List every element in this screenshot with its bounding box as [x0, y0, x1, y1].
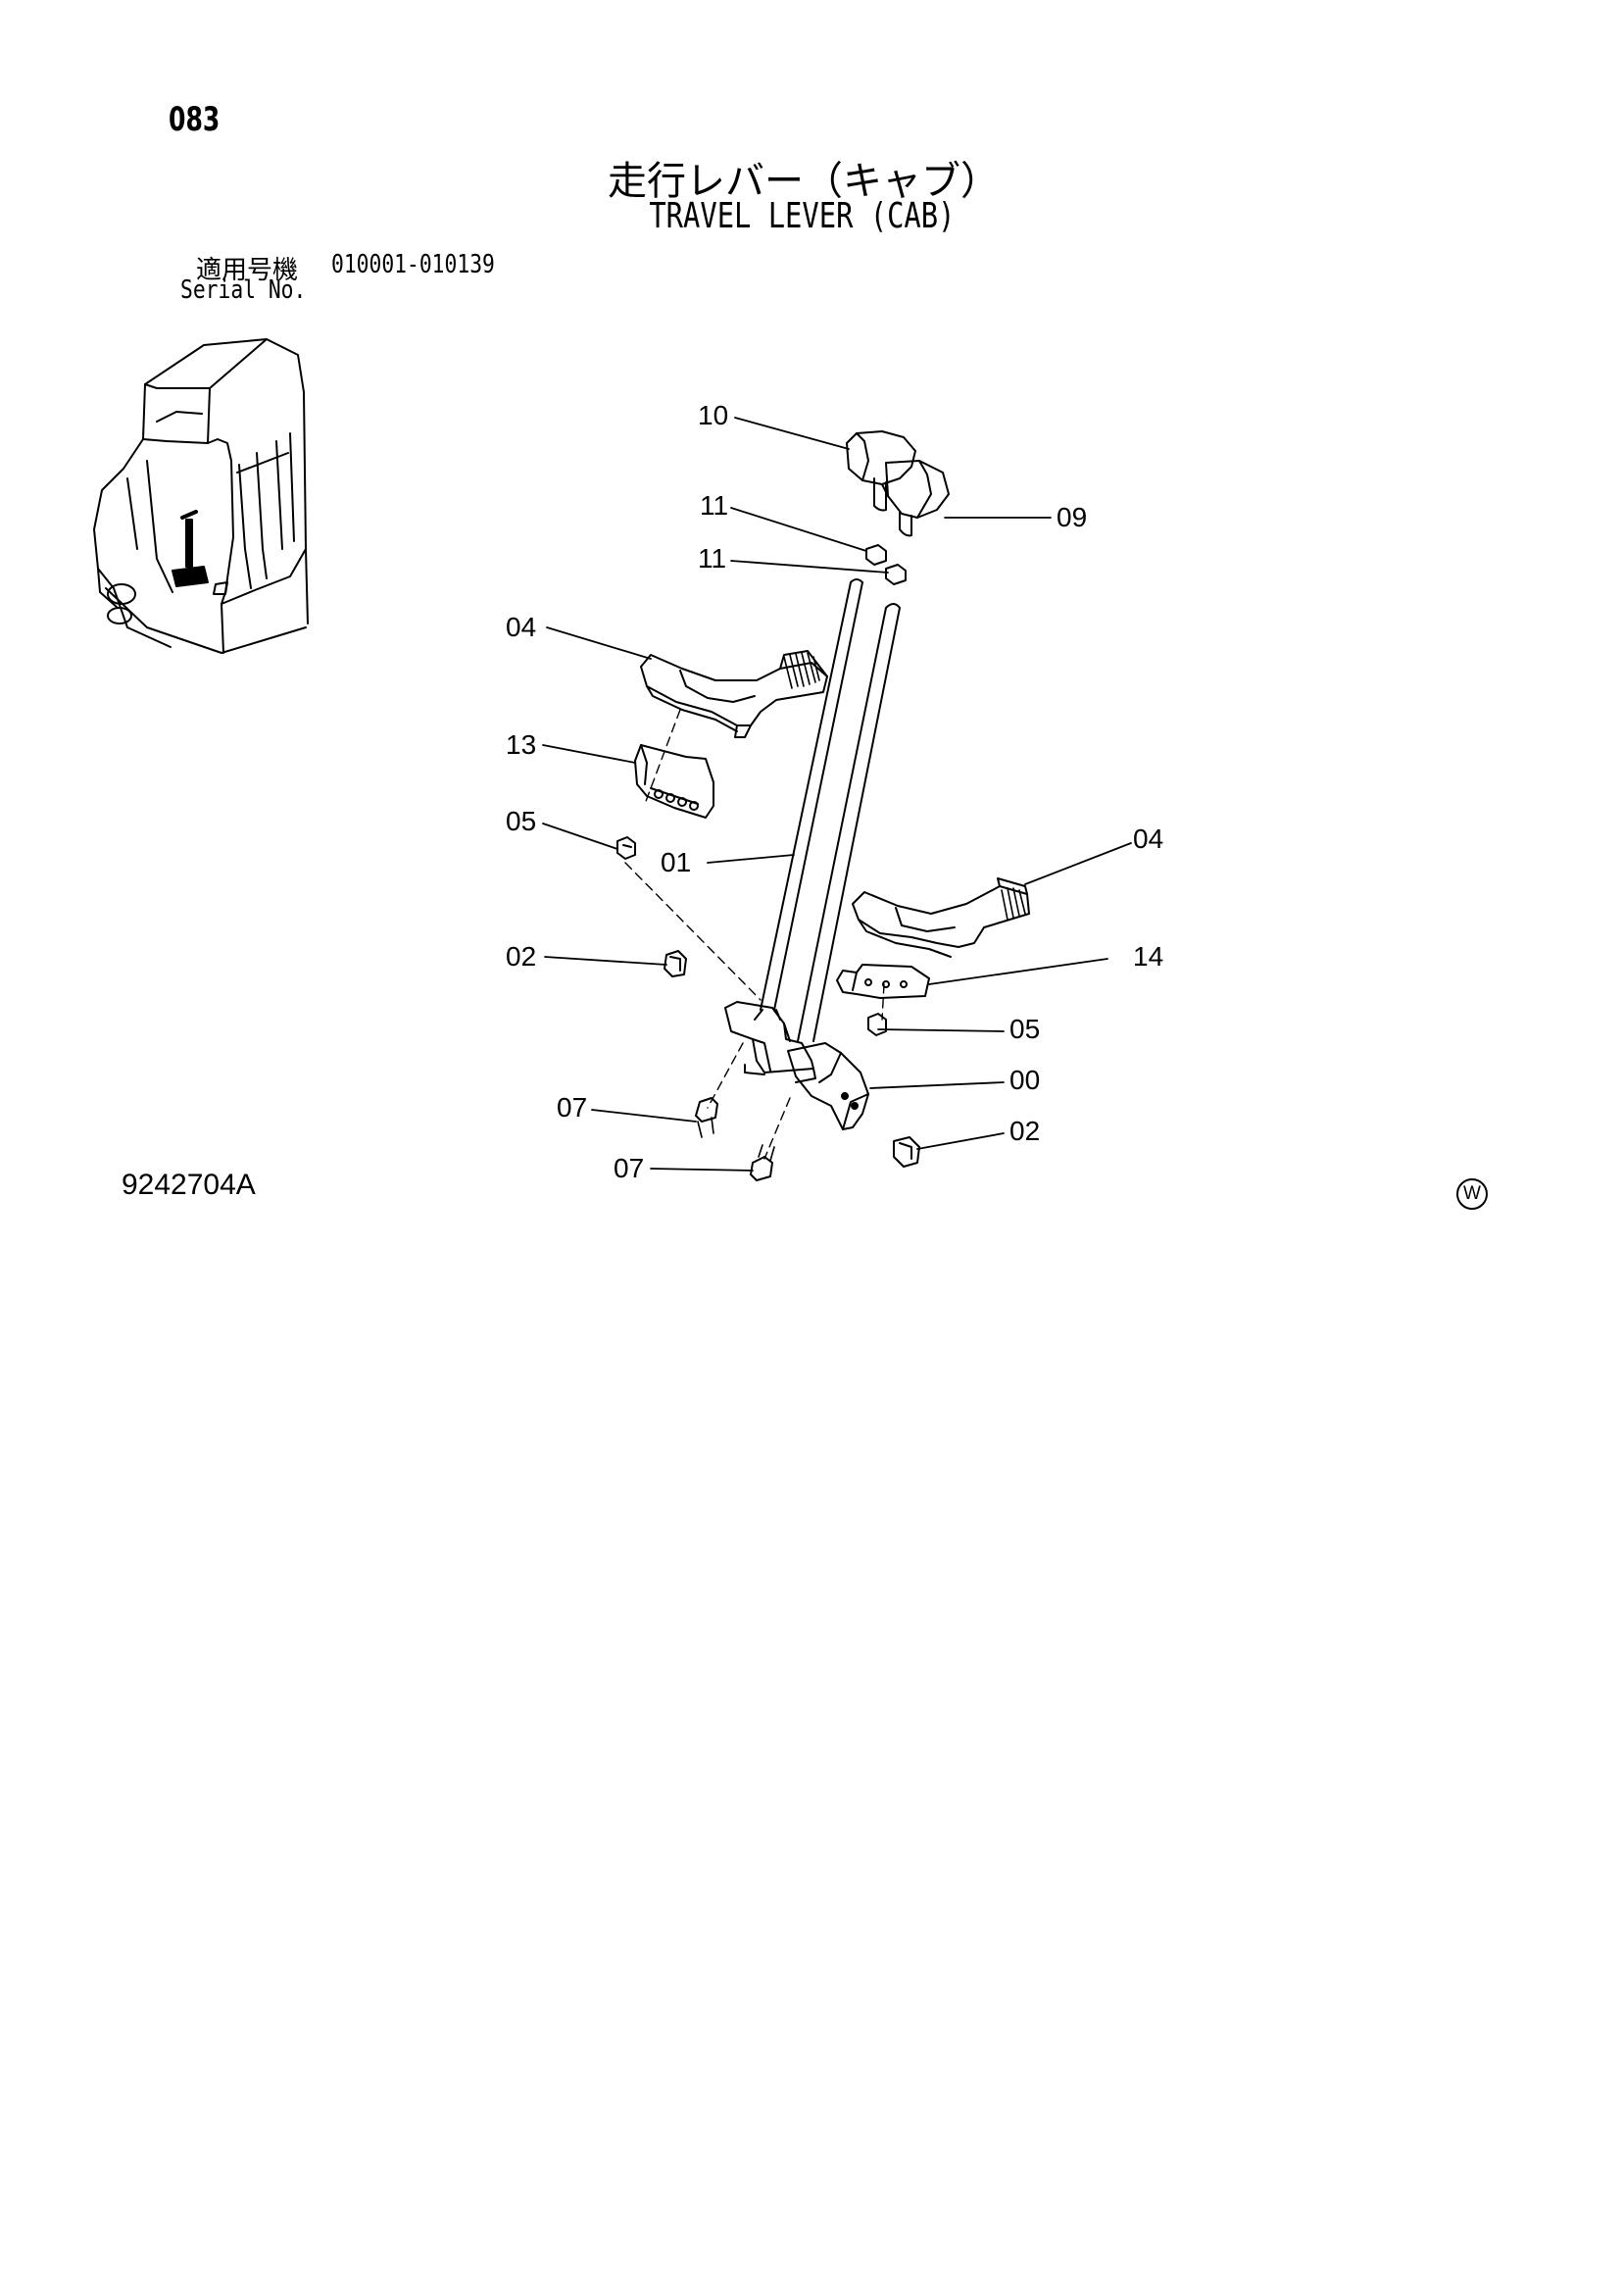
part-bolts-05: [616, 836, 887, 1036]
title-japanese-text: 走行レバー（キャブ）: [608, 159, 1000, 204]
callout-11-upper: 11: [700, 490, 729, 521]
callout-07-left: 07: [557, 1092, 588, 1123]
page-number: 083: [169, 100, 221, 139]
part-knob-assembly: [846, 430, 950, 537]
title-english: TRAVEL LEVER (CAB): [163, 196, 1461, 236]
callout-04-left: 04: [506, 612, 537, 642]
serial-range: 010001-010139: [331, 250, 495, 279]
part-stay-left: [634, 744, 714, 819]
part-bolts-07: [695, 1097, 775, 1181]
callout-05-left: 05: [506, 806, 537, 836]
part-bracket: [724, 1001, 869, 1130]
callout-02-left: 02: [506, 941, 537, 972]
callout-00: 00: [1009, 1065, 1041, 1095]
title-japanese: 走行レバー（キャブ）: [0, 149, 1623, 206]
callout-07-bottom: 07: [614, 1153, 645, 1183]
callout-09: 09: [1057, 502, 1088, 532]
callout-11-lower: 11: [698, 543, 727, 574]
serial-label-english: Serial No.: [180, 275, 307, 305]
leader-lines: [542, 417, 1132, 1172]
part-fittings-02: [664, 950, 920, 1168]
callout-04-right: 04: [1133, 824, 1164, 854]
callout-10: 10: [698, 400, 729, 430]
drawing-number: 9242704A: [122, 1169, 256, 1201]
title-english-text: TRAVEL LEVER (CAB): [649, 196, 956, 236]
callout-14: 14: [1133, 941, 1164, 972]
circled-w-mark: W: [1456, 1178, 1488, 1210]
cab-location-thumbnail: [93, 338, 309, 654]
part-nuts: [865, 544, 907, 585]
callout-05-right: 05: [1009, 1014, 1041, 1044]
callout-02-right: 02: [1009, 1116, 1041, 1146]
serial-label-japanese: 適用号機: [196, 256, 299, 285]
part-pedal-left: [640, 650, 828, 738]
part-lever-rods: [754, 578, 901, 1042]
part-pedal-right: [852, 877, 1030, 958]
callout-01: 01: [661, 847, 692, 877]
part-stay-right: [836, 964, 930, 999]
callout-13: 13: [506, 729, 537, 760]
assembly-guide-lines: [624, 709, 885, 1160]
